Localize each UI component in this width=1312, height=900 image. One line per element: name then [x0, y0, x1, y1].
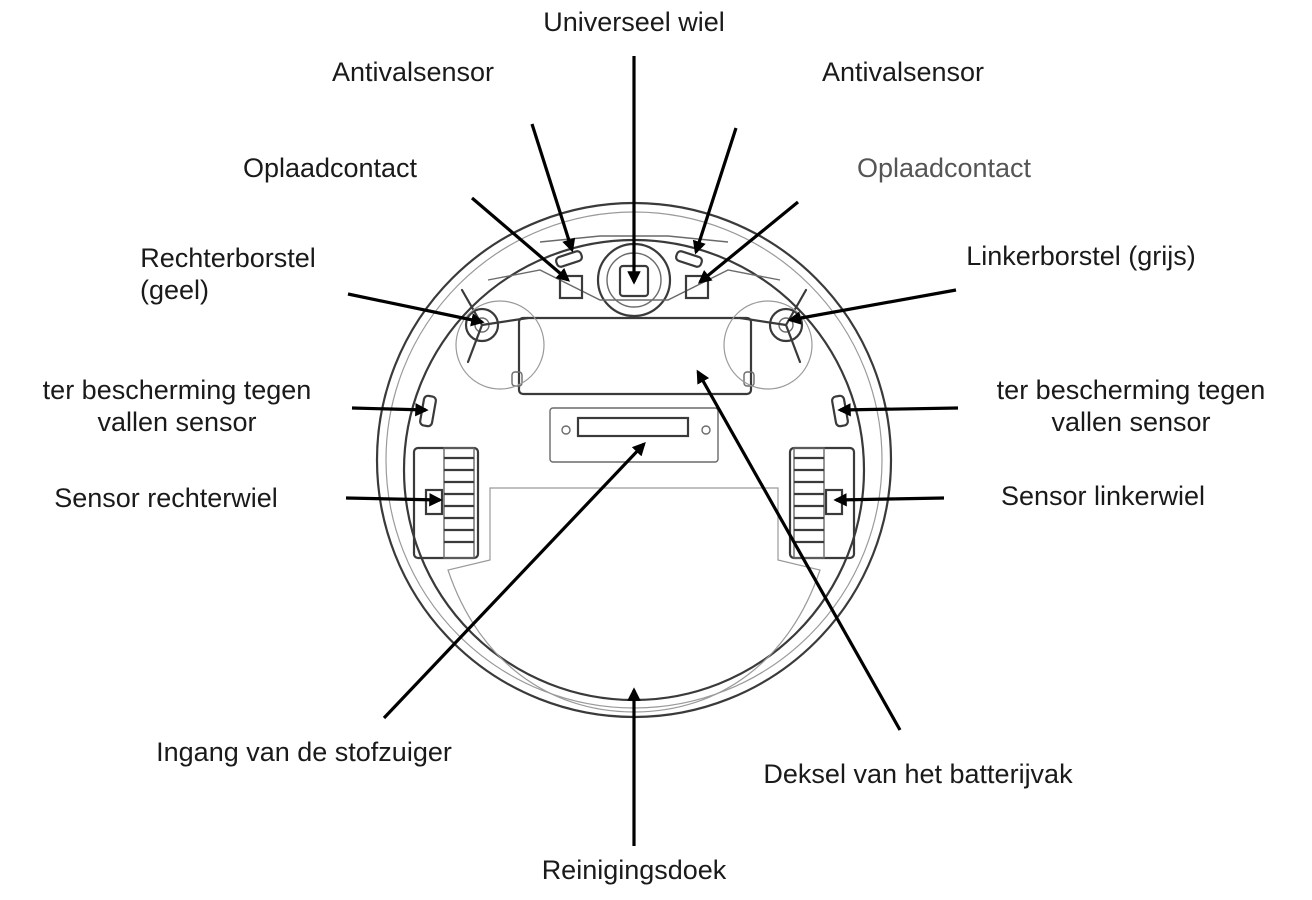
leader-arrows: [345, 56, 959, 846]
label-vacuum-inlet: Ingang van de stofzuiger: [156, 737, 452, 767]
arrow-vacuum-inlet: [382, 442, 646, 720]
arrow-anti-fall-right: [692, 127, 738, 255]
arrow-charge-contact-right: [697, 200, 800, 284]
cleaning-cloth-shape: [447, 487, 821, 713]
vacuum-inlet-shape: [549, 407, 719, 463]
label-cleaning-cloth: Reinigingsdoek: [541, 855, 727, 885]
right-brush-shape: [455, 288, 545, 390]
label-anti-fall-left: Antivalsensor: [331, 57, 495, 87]
left-brush-shape: [723, 288, 813, 390]
arrow-fall-sensor-left: [351, 402, 429, 417]
label-left-brush: Linkerborstel (grijs): [966, 241, 1196, 271]
arrow-fall-sensor-right: [837, 403, 959, 417]
arrow-charge-contact-left: [470, 196, 571, 282]
label-universal-wheel: Universeel wiel: [543, 7, 725, 37]
arrow-left-brush: [787, 288, 957, 325]
label-charge-contact-left: Oplaadcontact: [242, 153, 418, 183]
label-left-wheel-sensor: Sensor linkerwiel: [1000, 481, 1206, 511]
left-wheel-shape: [788, 446, 856, 560]
arrow-right-wheel: [345, 493, 443, 507]
label-anti-fall-right: Antivalsensor: [821, 57, 985, 87]
arrow-right-brush: [347, 292, 485, 327]
battery-cover-shape: [517, 316, 753, 396]
label-fall-sensor-left: ter bescherming tegen vallen sensor: [42, 375, 312, 437]
label-fall-sensor-right: ter bescherming tegen vallen sensor: [996, 375, 1266, 437]
label-right-wheel-sensor: Sensor rechterwiel: [54, 483, 278, 513]
right-wheel-shape: [412, 446, 480, 560]
label-battery-cover: Deksel van het batterijvak: [763, 759, 1073, 789]
arrow-anti-fall-left: [530, 123, 576, 253]
arrow-left-wheel: [833, 493, 945, 507]
label-charge-contact-right: Oplaadcontact: [856, 153, 1032, 183]
arrow-battery-cover: [696, 369, 902, 731]
label-right-brush: Rechterborstel (geel): [140, 243, 316, 305]
